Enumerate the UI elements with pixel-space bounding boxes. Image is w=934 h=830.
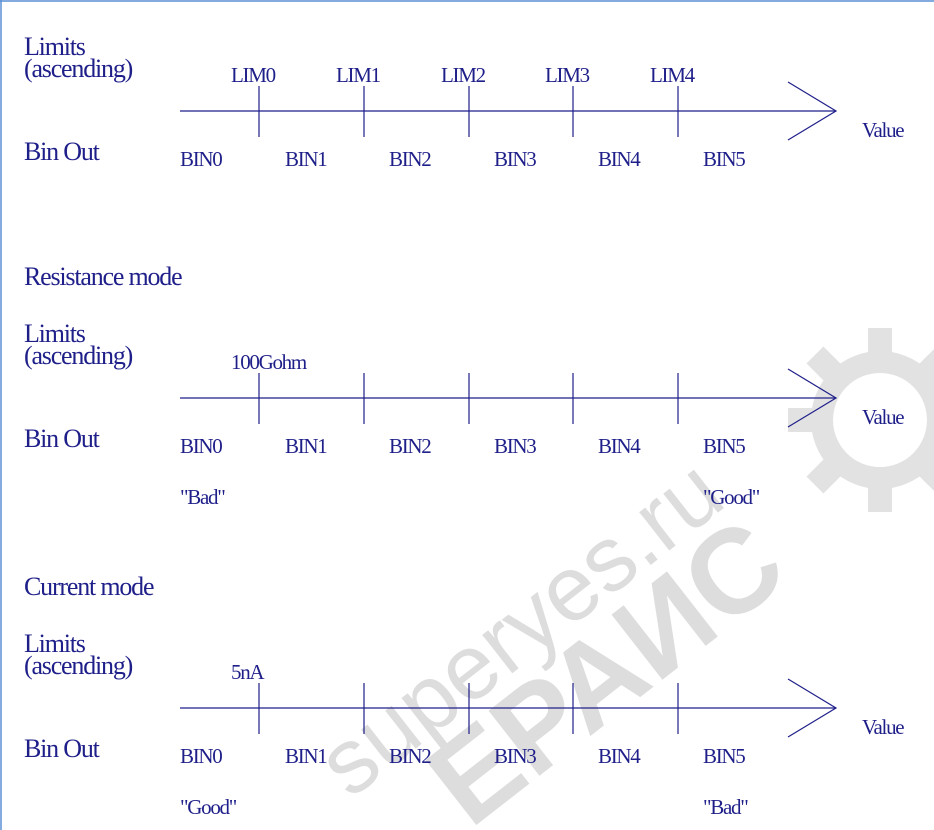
last-bin-note: "Good" [703,485,760,509]
bin-label: BIN1 [285,147,327,171]
bin-out-label: Bin Out [24,137,101,166]
limits-label: Limits [24,32,86,61]
bin-out-label: Bin Out [24,734,101,763]
bin-label: BIN5 [703,434,745,458]
bin-label: BIN3 [494,744,536,768]
bin-label: BIN5 [703,744,745,768]
axis-arrow-icon [787,81,838,141]
bin-label: BIN1 [285,744,327,768]
axis-arrow-icon [787,368,838,428]
first-bin-note: "Bad" [180,485,225,509]
last-bin-note: "Bad" [703,795,748,819]
bin-label: BIN4 [598,434,641,458]
bin-out-label: Bin Out [24,424,101,453]
limits-ascending-label: (ascending) [24,341,133,370]
limits-ascending-label: (ascending) [24,54,133,83]
bin-label: BIN2 [389,147,431,171]
limit-label: 5nA [231,660,265,684]
bin-label: BIN4 [598,744,641,768]
bin-label: BIN2 [389,744,431,768]
section-heading: Resistance mode [24,262,182,291]
value-label: Value [862,715,904,739]
bin-label: BIN3 [494,434,536,458]
value-label: Value [862,405,904,429]
section-0: Limits(ascending) Bin Out Value LIM0 LIM1 LIM… [24,32,906,171]
bin-label: BIN5 [703,147,745,171]
limits-label: Limits [24,629,86,658]
bin-label: BIN3 [494,147,536,171]
bin-label: BIN4 [598,147,641,171]
limit-label: LIM0 [231,63,276,87]
limit-label: 100Gohm [231,350,307,374]
first-bin-note: "Good" [180,795,237,819]
limits-ascending-label: (ascending) [24,651,133,680]
value-label: Value [862,118,904,142]
axis-arrow-icon [787,678,838,738]
bin-label: BIN2 [389,434,431,458]
section-heading: Current mode [24,572,154,601]
limits-label: Limits [24,319,86,348]
bin-label: BIN0 [180,744,222,768]
gear-icon [788,328,934,512]
limit-label: LIM2 [441,63,486,87]
limit-label: LIM1 [336,63,381,87]
bin-label: BIN0 [180,434,222,458]
limit-label: LIM4 [650,63,696,87]
bin-label: BIN1 [285,434,327,458]
bin-label: BIN0 [180,147,222,171]
limit-label: LIM3 [545,63,590,87]
